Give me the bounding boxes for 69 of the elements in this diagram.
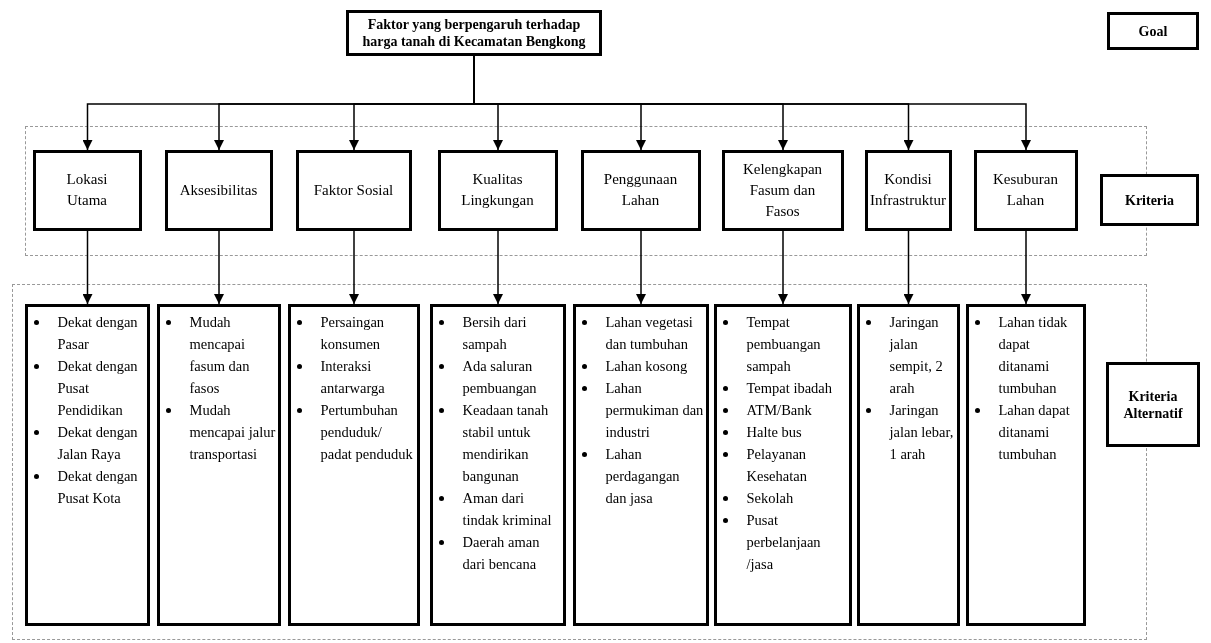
level-label-box — [1106, 362, 1200, 447]
criteria-box — [295, 149, 412, 231]
bullet-item: Pelayanan Kesehatan — [716, 442, 847, 487]
level-label-box — [1107, 12, 1199, 50]
bullet-item: Tempat ibadah — [716, 376, 847, 399]
bullet-item: Keadaan tanah stabil untuk mendirikan bangunan — [432, 398, 561, 487]
bullet-item: Halte bus — [716, 420, 847, 443]
node-label: Kriteria — [1125, 191, 1174, 209]
level-label-box — [1100, 174, 1199, 226]
arrow — [214, 230, 224, 305]
bullet-item: Pusat perbelanjaan /jasa — [716, 508, 847, 575]
bullet-item: Interaksi antarwarga — [290, 354, 415, 399]
list-box — [572, 303, 709, 626]
bullet-item: Lahan perdagangan dan jasa — [575, 442, 704, 509]
bullet-item: Tempat pembuangan sampah — [716, 310, 847, 377]
node-label: Faktor yang berpengaruh terhadap harga tanah di Kecamatan Bengkong — [361, 16, 587, 50]
list-box — [24, 303, 150, 626]
bullet-item: Ada saluran pembuangan — [432, 354, 561, 399]
criteria-box — [437, 149, 558, 231]
bullet-item: Aman dari tindak kriminal — [432, 486, 561, 531]
arrow — [493, 230, 503, 305]
node-label: Kriteria Alternatif — [1122, 387, 1184, 422]
bullet-item: Dekat dengan Jalan Raya — [27, 420, 145, 465]
criteria-box — [580, 149, 701, 231]
node-label: Kelengkapan Fasum dan Fasos — [741, 159, 824, 221]
node-label: Lokasi Utama — [65, 170, 109, 210]
list-box — [856, 303, 960, 626]
node-label: Aksesibilitas — [179, 180, 258, 200]
arrow — [349, 230, 359, 305]
criteria-box — [164, 149, 273, 231]
list-box — [156, 303, 281, 626]
bullet-item: Lahan tidak dapat ditanami tumbuhan — [968, 310, 1081, 399]
bullet-item: Mudah mencapai fasum dan fasos — [159, 310, 276, 399]
bullet-item: Lahan dapat ditanami tumbuhan — [968, 398, 1081, 465]
node-label: Kualitas Lingkungan — [460, 170, 535, 210]
bullet-item: Lahan vegetasi dan tumbuhan — [575, 310, 704, 355]
goal-box — [346, 10, 602, 56]
criteria-box — [864, 149, 952, 231]
bullet-item: Dekat dengan Pasar — [27, 310, 145, 355]
node-label: Kesuburan Lahan — [992, 170, 1059, 210]
criteria-box — [973, 149, 1078, 231]
list-box — [965, 303, 1086, 626]
node-label: Kondisi Infrastruktur — [869, 170, 947, 210]
bullet-item: Daerah aman dari bencana — [432, 530, 561, 575]
arrow — [82, 230, 93, 305]
arrow — [903, 230, 914, 305]
bullet-item: Lahan permukiman dan industri — [575, 376, 704, 443]
list-box — [713, 303, 852, 626]
bullet-item: Persaingan konsumen — [290, 310, 415, 355]
criteria-box — [721, 149, 844, 231]
arrow — [778, 230, 788, 305]
bullet-item: ATM/Bank — [716, 398, 847, 421]
bullet-item: Dekat dengan Pusat Kota — [27, 464, 145, 509]
node-label: Faktor Sosial — [313, 180, 394, 200]
bullet-item: Mudah mencapai jalur transportasi — [159, 398, 276, 465]
node-label: Penggunaan Lahan — [602, 170, 679, 210]
arrow — [636, 230, 646, 305]
bullet-item: Lahan kosong — [575, 354, 704, 377]
list-box — [287, 303, 420, 626]
bullet-item: Bersih dari sampah — [432, 310, 561, 355]
node-label: Goal — [1138, 22, 1168, 40]
criteria-box — [32, 149, 142, 231]
list-box — [429, 303, 566, 626]
bullet-item: Sekolah — [716, 486, 847, 509]
bullet-item: Jaringan jalan lebar, 1 arah — [859, 398, 955, 465]
bullet-item: Dekat dengan Pusat Pendidikan — [27, 354, 145, 421]
bullet-item: Jaringan jalan sempit, 2 arah — [859, 310, 955, 399]
bullet-item: Pertumbuhan penduduk/ padat penduduk — [290, 398, 415, 465]
arrow — [1021, 230, 1031, 305]
